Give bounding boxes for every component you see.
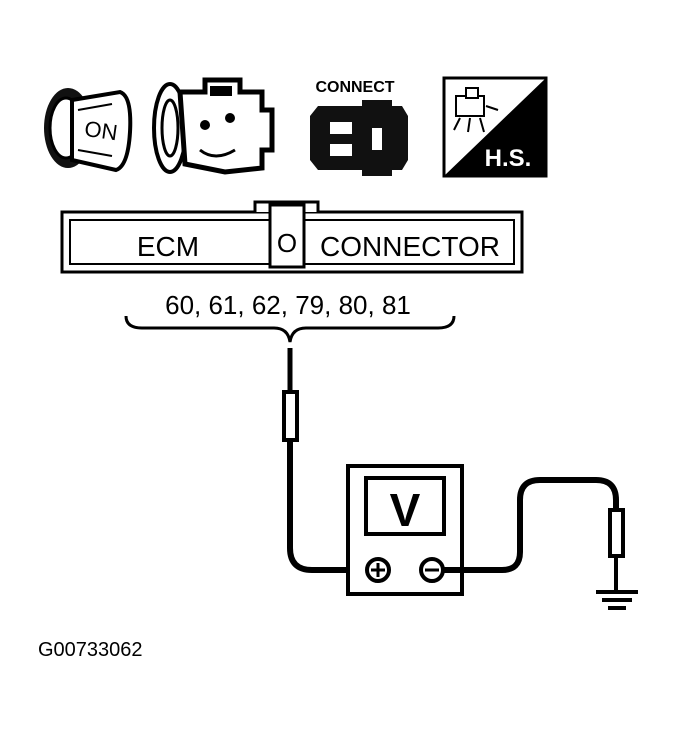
engine-icon [152,77,275,175]
ignition-key-icon: ON [44,88,133,173]
harness-hs-icon: H.S. [442,76,548,178]
ignition-on-label: ON [83,116,119,145]
connect-caption: CONNECT [315,79,394,96]
connector-center-label: O [277,228,297,258]
negative-lead [443,477,625,590]
positive-probe [282,348,372,573]
harness-hs-graphic [453,87,499,133]
harness-hs-label: H.S. [485,145,532,172]
ecm-connector: ECM O CONNECTOR [60,200,524,274]
connector-name-label: CONNECTOR [320,231,500,262]
meter-display: V [390,484,421,536]
connect-icon: CONNECT [310,79,408,176]
figure-id: G00733062 [38,639,143,661]
voltmeter: V [346,464,464,596]
terminal-brace [124,315,456,343]
connector-ecm-label: ECM [137,231,199,262]
terminal-numbers: 60, 61, 62, 79, 80, 81 [165,290,411,320]
ground-icon [596,590,638,610]
